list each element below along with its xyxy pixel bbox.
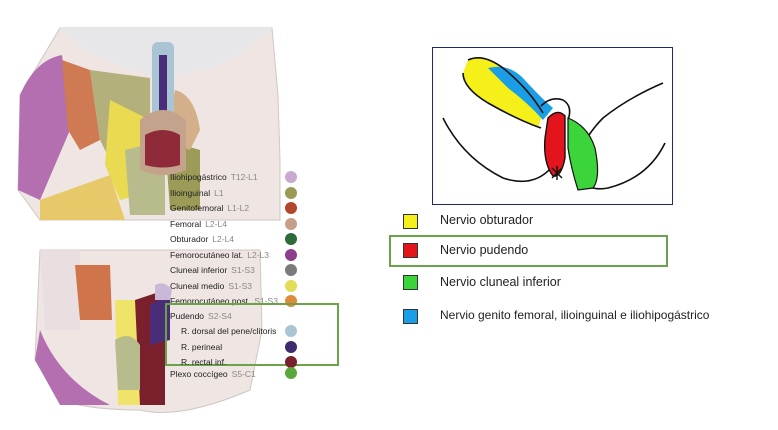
legend-swatch-obturador (285, 233, 297, 245)
dermatome-illustration (17, 27, 281, 413)
key-swatch-genito-femoral (403, 309, 418, 324)
legend-item-rama-rectal: R. rectal inf. (181, 356, 227, 367)
legend-swatch-cluneal-inferior (285, 264, 297, 276)
legend-item-rama-perineal: R. perineal (181, 341, 223, 352)
pudendo-key-highlight-box (389, 235, 668, 267)
key-swatch-obturador (403, 214, 418, 229)
legend-swatch-rama-rectal (285, 356, 297, 368)
legend-swatch-genitofemoral (285, 202, 297, 214)
legend-swatch-ilioinguinal (285, 187, 297, 199)
legend-swatch-rama-perineal (285, 341, 297, 353)
legend-swatch-plexo-coccigeo (285, 367, 297, 379)
legend-item-femorocutaneo-lat: Femorocutáneo lat.L2-L3 (170, 249, 269, 260)
key-item-pudendo: Nervio pudendo (440, 243, 529, 257)
perineum-schematic (432, 47, 673, 205)
legend-swatch-femoral (285, 218, 297, 230)
legend-item-femorocutaneo-post: Femorocutáneo post.S1-S3 (170, 295, 278, 306)
key-item-genito-femoral: Nervio genito femoral, ilioinguinal e il… (440, 308, 710, 322)
posterior-view (34, 249, 263, 413)
legend-item-rama-dorsal: R. dorsal del pene/clitoris (181, 325, 277, 336)
pudendo-highlight-box (165, 303, 339, 366)
perineum-drawing (442, 57, 666, 191)
legend-swatch-cluneal-medio (285, 280, 297, 292)
legend-swatch-femorocutaneo-lat (285, 249, 297, 261)
key-swatch-pudendo (403, 243, 418, 258)
key-item-obturador: Nervio obturador (440, 213, 534, 227)
legend-swatch-iliohipogastrico (285, 171, 297, 183)
key-item-cluneal-inferior: Nervio cluneal inferior (440, 275, 561, 289)
anterior-view (17, 27, 281, 221)
legend-swatch-rama-dorsal (285, 325, 297, 337)
key-swatch-cluneal-inferior (403, 275, 418, 290)
